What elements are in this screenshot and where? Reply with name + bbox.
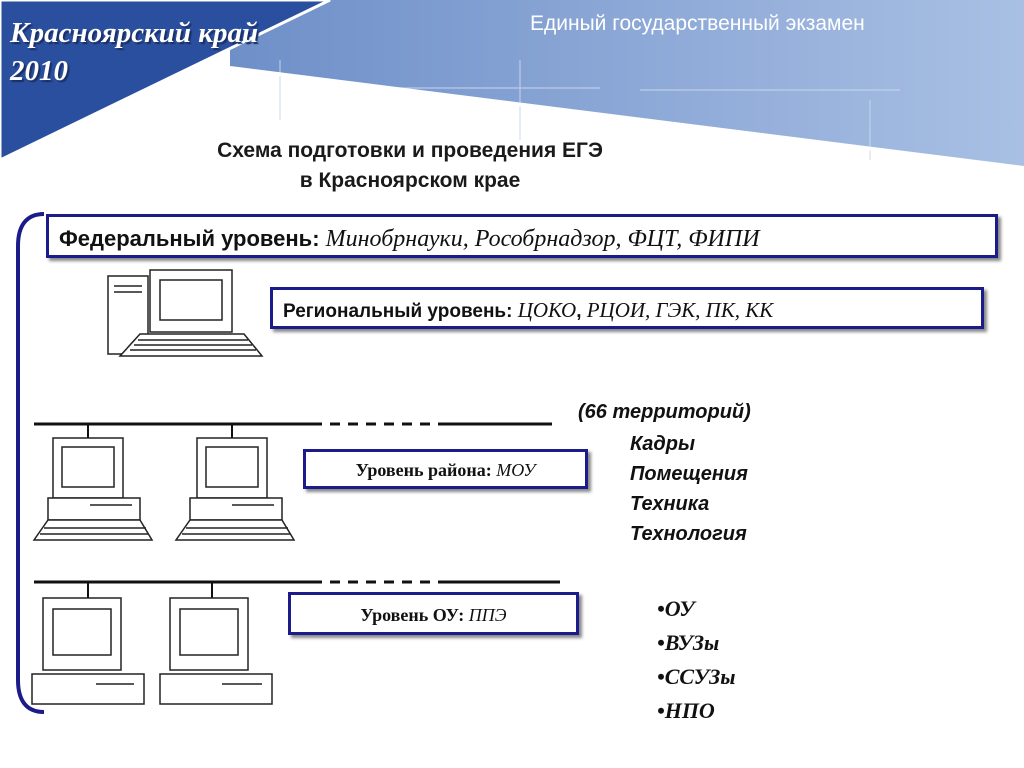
slide-title: Схема подготовки и проведения ЕГЭ в Крас…	[110, 136, 710, 196]
regional-level-separator: ,	[576, 301, 582, 322]
list-item: •ВУЗы	[657, 630, 720, 655]
district-level-value: МОУ	[496, 460, 536, 480]
list-item: •ССУЗы	[657, 664, 736, 689]
list-item: •НПО	[657, 698, 715, 723]
computer-icon	[107, 269, 264, 357]
list-item: Кадры	[630, 433, 696, 455]
federal-level-value: Минобрнауки, Рособрнадзор, ФЦТ, ФИПИ	[325, 226, 760, 252]
computer-icon	[31, 597, 145, 705]
exam-title: Единый государственный экзамен	[530, 12, 865, 35]
list-item: Технология	[630, 523, 747, 545]
district-level-box: Уровень района: МОУ	[303, 449, 588, 489]
regional-level-box: Региональный уровень: ЦОКО, РЦОИ, ГЭК, П…	[270, 287, 984, 329]
slide-title-line2: в Красноярском крае	[299, 169, 521, 192]
list-item: •ОУ	[657, 596, 695, 621]
list-item: Помещения	[630, 463, 748, 485]
regional-level-value-a: ЦОКО	[517, 298, 577, 322]
regional-level-label: Региональный уровень:	[283, 301, 513, 322]
region-year: 2010	[10, 55, 68, 87]
district-level-label: Уровень района:	[355, 460, 492, 480]
left-bracket	[16, 212, 45, 714]
federal-level-box: Федеральный уровень: Минобрнауки, Рособр…	[46, 214, 998, 258]
regional-level-value-b: РЦОИ, ГЭК, ПК, КК	[581, 298, 774, 322]
header-banner	[0, 0, 1024, 170]
diagram-graphics	[16, 212, 560, 714]
network-line-district	[34, 422, 552, 438]
federal-level-label: Федеральный уровень:	[59, 226, 320, 251]
school-level-value: ППЭ	[468, 605, 507, 625]
list-item: Техника	[630, 493, 710, 515]
computer-icon	[32, 437, 154, 541]
region-name: Красноярский край	[10, 17, 259, 49]
school-level-box: Уровень ОУ: ППЭ	[288, 592, 579, 635]
slide-title-line1: Схема подготовки и проведения ЕГЭ	[217, 139, 603, 162]
resource-list: Кадры Помещения Техника Технология	[630, 429, 748, 549]
school-level-label: Уровень ОУ:	[360, 605, 465, 625]
institution-list: •ОУ •ВУЗы •ССУЗы •НПО	[657, 592, 736, 728]
computer-icon	[159, 597, 273, 705]
network-line-school	[34, 580, 560, 598]
computer-icon	[174, 437, 296, 541]
territories-count: (66 территорий)	[578, 401, 751, 423]
region-title: Красноярский край 2010	[10, 14, 258, 90]
